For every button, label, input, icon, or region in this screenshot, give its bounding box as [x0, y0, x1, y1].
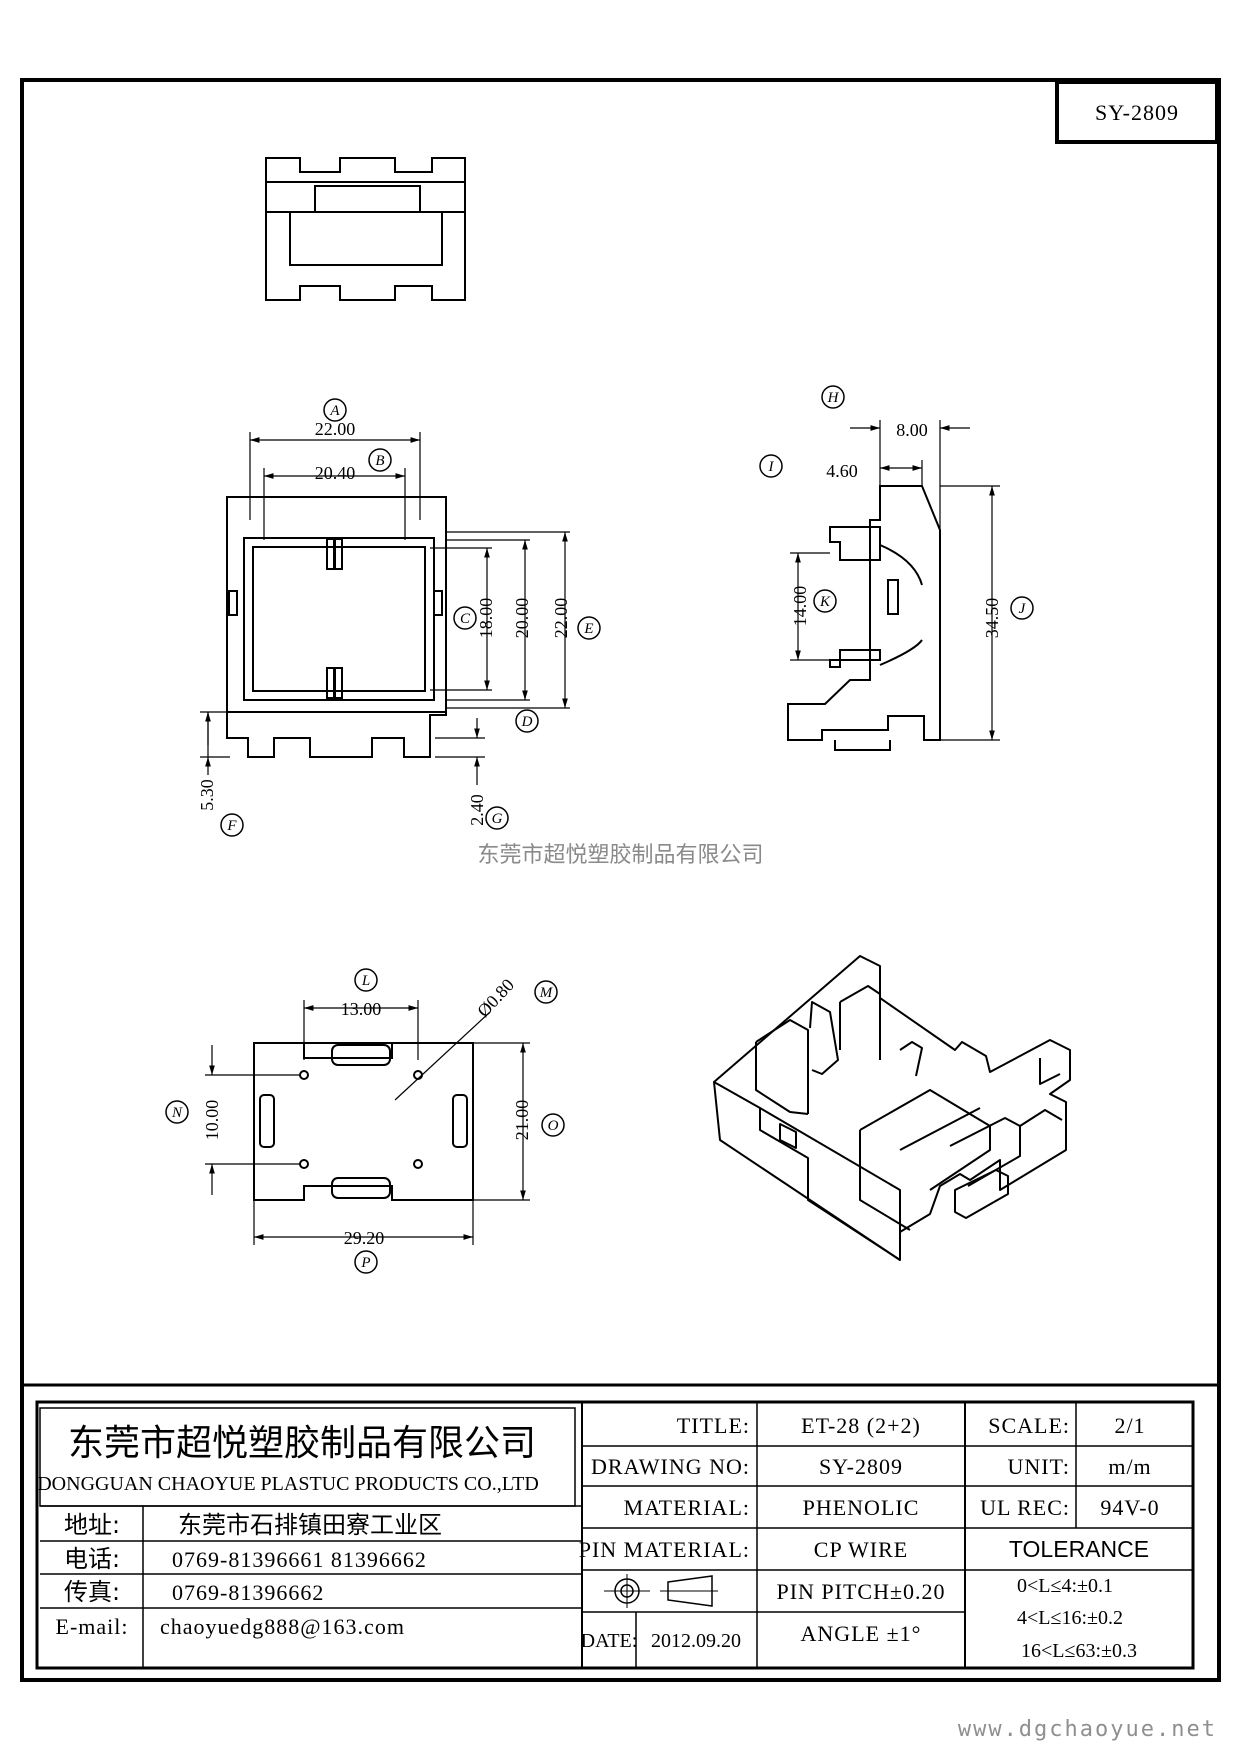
website-link[interactable]: www.dgchaoyue.net: [957, 1717, 1217, 1742]
unit-label: UNIT:: [1007, 1454, 1070, 1479]
scale-value: 2/1: [1114, 1413, 1145, 1438]
material-label: MATERIAL:: [624, 1495, 750, 1520]
dim-g-value: 2.40: [467, 794, 487, 826]
angle-tolerance: ANGLE ±1°: [801, 1621, 922, 1646]
watermark-text: 东莞市超悦塑胶制品有限公司: [477, 843, 764, 868]
tolerance-range-1: 0<L≤4:±0.1: [1017, 1575, 1113, 1597]
label-g: G: [492, 811, 503, 827]
tolerance-range-2: 4<L≤16:±0.2: [1017, 1607, 1123, 1629]
label-l: L: [361, 973, 370, 989]
label-i: I: [768, 459, 775, 475]
label-a: A: [329, 403, 340, 419]
front-view: [226, 496, 447, 758]
dim-n-value: 10.00: [202, 1100, 222, 1141]
dim-c2-value: 20.00: [512, 598, 532, 639]
dim-p-value: 29.20: [344, 1228, 385, 1248]
bottom-view-dimensions: [205, 1000, 530, 1245]
label-o: O: [548, 1118, 559, 1134]
label-k: K: [819, 594, 831, 610]
label-f: F: [226, 818, 237, 834]
label-d: D: [521, 714, 533, 730]
side-view: [787, 485, 941, 751]
date-label: DATE:: [581, 1630, 638, 1652]
date-value: 2012.09.20: [651, 1630, 741, 1652]
phone-value: 0769-81396661 81396662: [172, 1547, 427, 1572]
label-b: B: [375, 453, 384, 469]
label-j: J: [1019, 601, 1027, 617]
dim-l-value: 13.00: [341, 999, 382, 1019]
bottom-view-text: 13.00 Ø0.80 10.00 21.00 29.20: [202, 975, 532, 1248]
dimension-label-letters: A B C D E F G H I J K L M N O P: [171, 390, 1027, 1271]
email-value: chaoyuedg888@163.com: [160, 1614, 405, 1639]
label-p: P: [360, 1255, 370, 1271]
address-label: 地址:: [64, 1511, 120, 1539]
isometric-view: [713, 955, 1071, 1261]
bottom-view: [253, 1042, 474, 1201]
fax-label: 传真:: [64, 1578, 120, 1606]
title-label: TITLE:: [677, 1413, 750, 1438]
dim-b-value: 20.40: [315, 463, 356, 483]
label-e: E: [583, 621, 593, 637]
title-block-text: 东莞市超悦塑胶制品有限公司 DONGGUAN CHAOYUE PLASTUC P…: [37, 1413, 1159, 1662]
unit-value: m/m: [1108, 1454, 1151, 1479]
dim-f-value: 5.30: [197, 779, 217, 811]
title-block: [22, 1383, 1219, 1670]
drawing-no-label: DRAWING NO:: [591, 1454, 750, 1479]
dim-a-value: 22.00: [315, 419, 356, 439]
tolerance-range-3: 16<L≤63:±0.3: [1021, 1640, 1137, 1662]
label-h: H: [827, 390, 840, 406]
company-name-en: DONGGUAN CHAOYUE PLASTUC PRODUCTS CO.,LT…: [37, 1473, 539, 1495]
company-name-cn: 东莞市超悦塑胶制品有限公司: [68, 1423, 536, 1464]
top-view: [265, 157, 466, 301]
dim-e-value: 22.00: [551, 598, 571, 639]
address-value: 东莞市石排镇田寮工业区: [178, 1511, 442, 1539]
dim-c-value: 18.00: [476, 598, 496, 639]
front-view-dimensions: [200, 432, 570, 785]
material-value: PHENOLIC: [803, 1495, 920, 1520]
label-m: M: [539, 985, 554, 1001]
label-c: C: [460, 611, 471, 627]
pin-pitch: PIN PITCH±0.20: [776, 1579, 945, 1604]
email-label: E-mail:: [56, 1614, 129, 1639]
drawing-id-box: SY-2809: [1055, 80, 1219, 144]
side-view-text: 8.00 4.60 14.00 34.50: [790, 420, 1002, 638]
phone-label: 电话:: [64, 1545, 120, 1573]
dim-h-value: 8.00: [896, 420, 928, 440]
dimension-label-circles: [165, 385, 1034, 1274]
drawing-no-value: SY-2809: [819, 1454, 903, 1479]
label-n: N: [171, 1105, 183, 1121]
pin-material-label: PIN MATERIAL:: [579, 1537, 750, 1562]
dim-i-value: 4.60: [826, 461, 858, 481]
dim-o-value: 21.00: [512, 1100, 532, 1141]
dim-m-value: Ø0.80: [473, 975, 518, 1021]
ul-rec-value: 94V-0: [1100, 1495, 1159, 1520]
tolerance-label: TOLERANCE: [1009, 1536, 1149, 1562]
pin-material-value: CP WIRE: [814, 1537, 908, 1562]
front-view-text: 22.00 20.40 18.00 20.00 22.00 5.30 2.40: [197, 419, 571, 826]
drawing-id: SY-2809: [1095, 100, 1179, 125]
title-value: ET-28 (2+2): [801, 1413, 921, 1438]
sheet-border: [20, 78, 1221, 1682]
side-view-dimensions: [790, 420, 1000, 741]
dim-j-value: 34.50: [982, 598, 1002, 639]
dim-k-value: 14.00: [790, 586, 810, 627]
scale-label: SCALE:: [988, 1413, 1070, 1438]
fax-value: 0769-81396662: [172, 1580, 324, 1605]
ul-rec-label: UL REC:: [980, 1495, 1070, 1520]
